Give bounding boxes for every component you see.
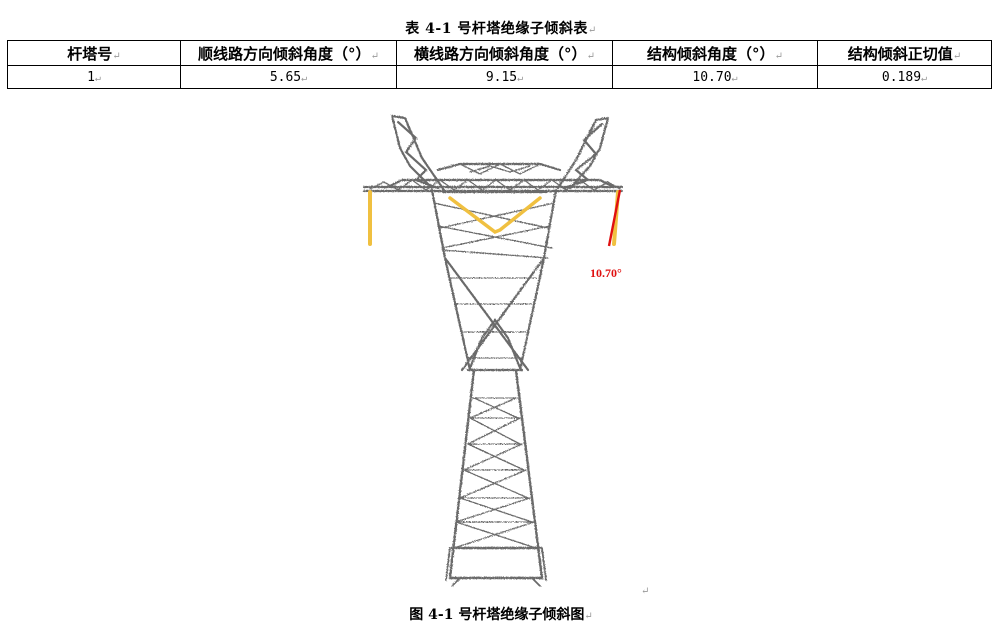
cell-tower-number: 1↵ [7, 65, 181, 89]
figure-caption: 图 4-1 号杆塔绝缘子倾斜图↵ [409, 607, 593, 623]
paragraph-mark: ↵ [641, 586, 650, 597]
cell-structure-angle: 10.70↵ [612, 65, 818, 89]
tower-tilt-figure: 10.70° [350, 108, 650, 598]
tower-structure [362, 114, 624, 587]
cell-cross-line-angle: 9.15↵ [396, 65, 613, 89]
header-tower-number: 杆塔号↵ [7, 40, 181, 66]
table-header-row: 杆塔号↵ 顺线路方向倾斜角度（°）↵ 横线路方向倾斜角度（°）↵ 结构倾斜角度（… [7, 40, 992, 66]
tilt-angle-label: 10.70° [590, 266, 622, 280]
cell-structure-tangent: 0.189↵ [817, 65, 992, 89]
table-row: 1↵ 5.65↵ 9.15↵ 10.70↵ 0.189↵ [7, 65, 992, 89]
insulator-tilt-table: 杆塔号↵ 顺线路方向倾斜角度（°）↵ 横线路方向倾斜角度（°）↵ 结构倾斜角度（… [7, 40, 992, 89]
cell-along-line-angle: 5.65↵ [180, 65, 397, 89]
tower-point-cloud: 10.70° [362, 114, 624, 587]
header-cross-line-angle: 横线路方向倾斜角度（°）↵ [396, 40, 613, 66]
insulator-middle-v [448, 196, 542, 234]
tilt-indicator-line [607, 189, 622, 247]
header-structure-angle: 结构倾斜角度（°）↵ [612, 40, 818, 66]
header-structure-tangent: 结构倾斜正切值↵ [817, 40, 992, 66]
header-along-line-angle: 顺线路方向倾斜角度（°）↵ [180, 40, 397, 66]
table-caption: 表 4-1 号杆塔绝缘子倾斜表↵ [405, 21, 597, 37]
